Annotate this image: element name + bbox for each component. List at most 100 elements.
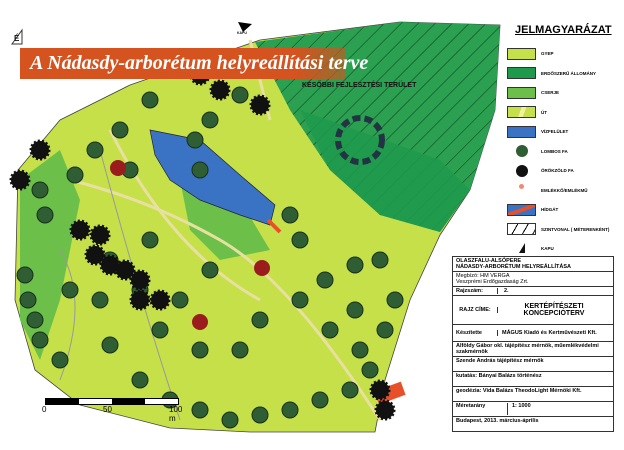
- made-by-label: Készítette: [456, 330, 498, 336]
- evergreen-tree-icon: [374, 399, 396, 421]
- legend-swatch: [507, 242, 536, 255]
- legend-label: GYEP: [541, 51, 554, 57]
- legend-item: CSERJE: [507, 83, 624, 103]
- deciduous-tree-icon: [291, 231, 309, 249]
- project-name-2: NÁDASDY-ARBORÉTUM HELYREÁLLÍTÁSA: [456, 264, 571, 270]
- legend-item: GYEP: [507, 44, 624, 64]
- author-2: Szende András tájépítész mérnök: [453, 357, 613, 372]
- red-tree-icon: [110, 160, 126, 176]
- deciduous-tree-icon: [231, 341, 249, 359]
- tree-circle: [335, 115, 385, 165]
- deciduous-tree-icon: [251, 311, 269, 329]
- deciduous-tree-icon: [361, 361, 379, 379]
- made-by: MÁGUS Kiadó és Kertművészeti Kft.: [502, 330, 597, 336]
- client: Megbízó: HM VERGA: [456, 273, 510, 279]
- legend-item: ÚT: [507, 103, 624, 123]
- scale-bar: 0 50 100 m: [42, 398, 182, 423]
- red-tree-icon: [192, 314, 208, 330]
- legend-label: ÚT: [541, 109, 547, 115]
- deciduous-tree-icon: [36, 206, 54, 224]
- legend-swatch: [507, 203, 536, 216]
- deciduous-tree-icon: [66, 166, 84, 184]
- legend-item: SZINTVONAL ( MÉTERENKÉNT): [507, 220, 624, 240]
- deciduous-tree-icon: [131, 371, 149, 389]
- date: Budapest, 2013. március-április: [456, 418, 539, 424]
- deciduous-tree-icon: [91, 291, 109, 309]
- legend-item: ERDŐSZERŰ ÁLLOMÁNY: [507, 64, 624, 84]
- legend-label: VÍZFELÜLET: [541, 129, 569, 135]
- deciduous-tree-icon: [311, 391, 329, 409]
- legend-swatch: [507, 125, 536, 138]
- deciduous-tree-icon: [316, 271, 334, 289]
- evergreen-tree-icon: [129, 269, 151, 291]
- forest-stand: [300, 110, 470, 232]
- deciduous-tree-icon: [111, 121, 129, 139]
- deciduous-tree-icon: [201, 111, 219, 129]
- deciduous-tree-icon: [291, 291, 309, 309]
- deciduous-tree-icon: [371, 251, 389, 269]
- north-label: É: [14, 34, 20, 43]
- legend-item: ÖRÖKZÖLD FA: [507, 161, 624, 181]
- evergreen-tree-icon: [369, 379, 391, 401]
- legend-swatch: [507, 164, 536, 177]
- evergreen-tree-icon: [129, 289, 151, 311]
- legend-label: KAPU: [541, 246, 554, 252]
- evergreen-tree-icon: [209, 79, 231, 101]
- legend: JELMAGYARÁZAT GYEP ERDŐSZERŰ ÁLLOMÁNY CSER…: [507, 24, 624, 259]
- deciduous-tree-icon: [31, 331, 49, 349]
- evergreen-tree-icon: [9, 169, 31, 191]
- evergreen-tree-icon: [114, 259, 136, 281]
- deciduous-tree-icon: [346, 301, 364, 319]
- research-credit: kutatás: Bányai Balázs történész: [453, 372, 613, 387]
- deciduous-tree-icon: [281, 401, 299, 419]
- legend-swatch: [507, 184, 536, 196]
- title-banner: A Nádasdy-arborétum helyreállítási terve: [20, 48, 368, 79]
- deciduous-tree-icon: [346, 256, 364, 274]
- author-1: Alföldy Gábor okl. tájépítész mérnök, mű…: [453, 342, 613, 357]
- north-arrow-icon: [11, 28, 23, 45]
- legend-label: ÖRÖKZÖLD FA: [541, 168, 574, 174]
- evergreen-tree-icon: [89, 224, 111, 246]
- legend-swatch: [507, 67, 536, 80]
- legend-item: VÍZFELÜLET: [507, 122, 624, 142]
- deciduous-tree-icon: [19, 291, 37, 309]
- legend-label: CSERJE: [541, 90, 560, 96]
- deciduous-tree-icon: [281, 206, 299, 224]
- drawing-no: 2.: [504, 288, 509, 294]
- deciduous-tree-icon: [191, 341, 209, 359]
- deciduous-tree-icon: [201, 261, 219, 279]
- scale-value: 1: 1000: [512, 403, 531, 409]
- gate-icon: [238, 22, 252, 32]
- legend-item: HÍDGÁT: [507, 200, 624, 220]
- scale-tick-0: 0: [42, 405, 47, 414]
- legend-item: LOMBOS FA: [507, 142, 624, 162]
- evergreen-tree-icon: [84, 244, 106, 266]
- deciduous-tree-icon: [191, 401, 209, 419]
- legend-swatch: [507, 106, 536, 119]
- deciduous-tree-icon: [141, 231, 159, 249]
- deciduous-tree-icon: [31, 181, 49, 199]
- dam: [266, 218, 282, 234]
- deciduous-tree-icon: [16, 266, 34, 284]
- legend-swatch: [507, 223, 536, 236]
- scale-tick-50: 50: [103, 405, 112, 414]
- deciduous-tree-icon: [191, 161, 209, 179]
- evergreen-tree-icon: [69, 219, 91, 241]
- legend-title: JELMAGYARÁZAT: [515, 24, 612, 36]
- trees: [9, 64, 404, 429]
- legend-label: ERDŐSZERŰ ÁLLOMÁNY: [541, 70, 596, 76]
- evergreen-tree-icon: [149, 289, 171, 311]
- deciduous-tree-icon: [341, 381, 359, 399]
- drawing-title-label: RAJZ CÍME:: [456, 307, 498, 313]
- project-name: OLASZFALU-ALSÓPERE: [456, 258, 522, 264]
- red-tree-icon: [254, 260, 270, 276]
- legend-label: LOMBOS FA: [541, 148, 568, 154]
- scale-tick-100: 100 m: [169, 405, 183, 423]
- deciduous-tree-icon: [101, 336, 119, 354]
- deciduous-tree-icon: [141, 91, 159, 109]
- legend-item: KAPU: [507, 239, 624, 259]
- future-area-label: KÉSŐBBI FEJLESZTÉSI TERÜLET: [302, 82, 417, 89]
